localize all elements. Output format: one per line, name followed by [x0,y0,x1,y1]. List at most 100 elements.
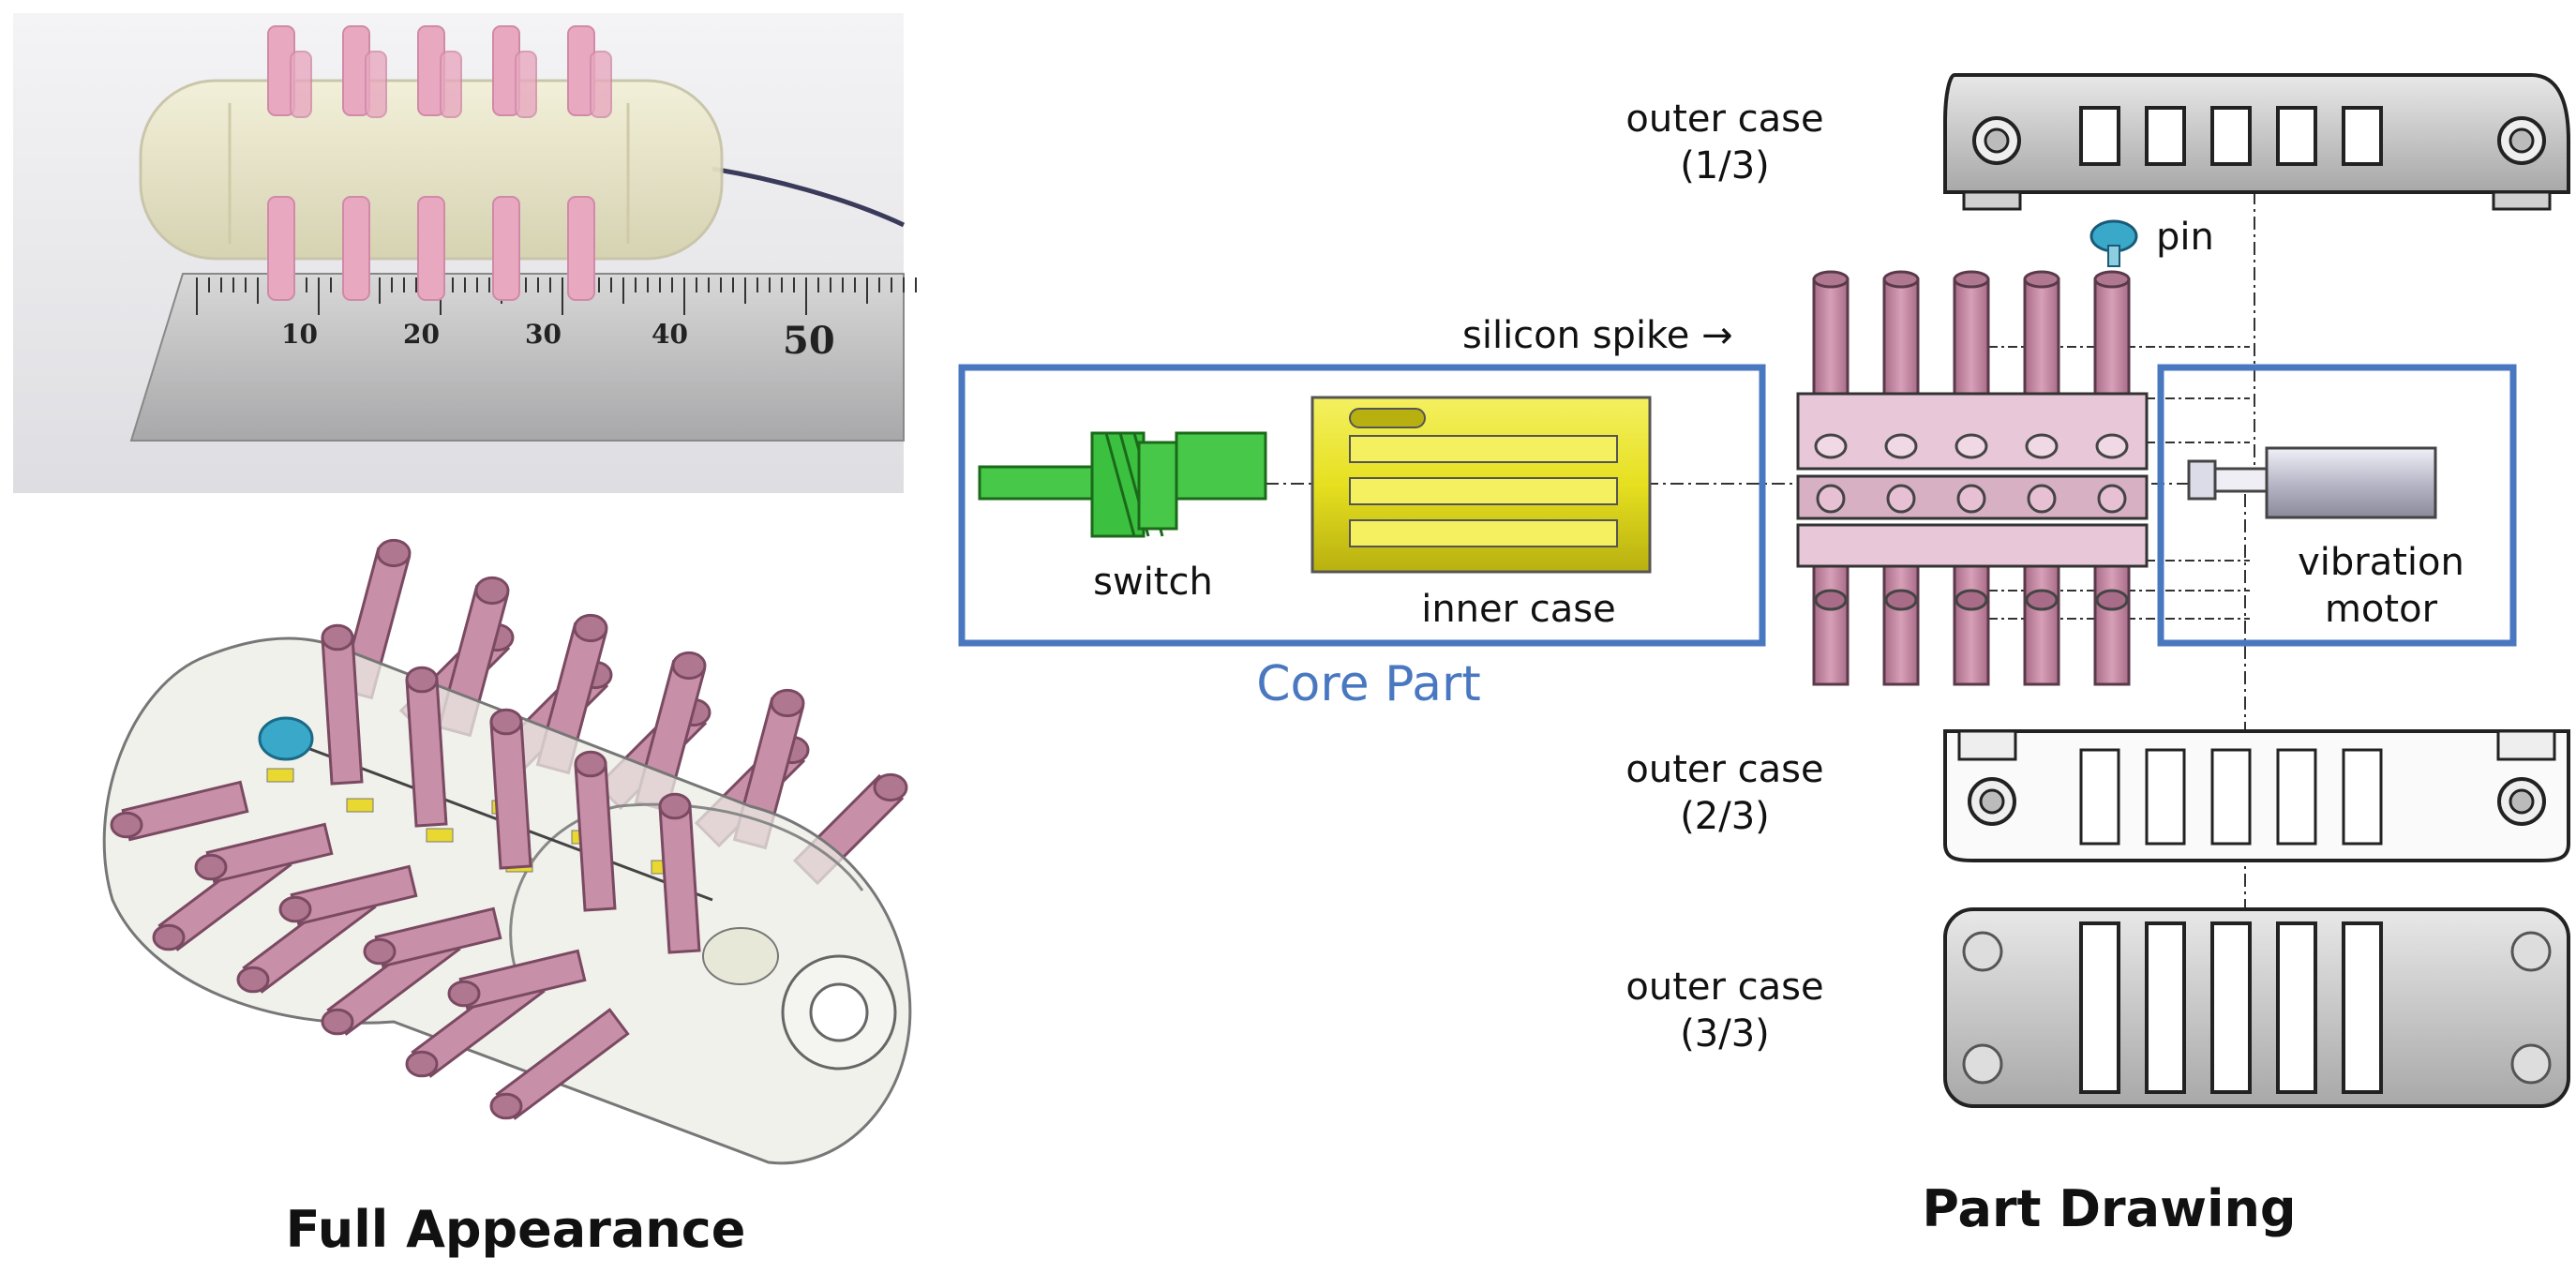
front-spike-up-tip [321,623,354,651]
front-spike-left-tip [278,895,312,923]
front-spike-left [458,949,587,1011]
outer-case-3-label-line2: (3/3) [1680,1012,1770,1056]
assembly-spike-hole [1886,484,1916,514]
assembly-spike-base [1884,589,1918,611]
photo-spike-bottom [417,196,445,301]
inner-case-label: inner case [1421,588,1616,631]
ruler-number: 50 [783,319,835,363]
case-slot [2210,748,2252,846]
front-spike-left [205,822,334,884]
photo-spike-bottom [492,196,520,301]
outer-case-2-label: outer case (2/3) [1584,746,1865,840]
front-spike-down-tip [489,1092,523,1120]
assembly-spike-hole [2025,433,2059,459]
pin-label: pin [2156,216,2214,259]
assembly-spike-hole [1954,433,1988,459]
vibration-motor-label: vibration motor [2259,539,2503,633]
core-part-label: Core Part [1256,656,1481,712]
assembly-spike-tip [2023,270,2060,289]
assembly-spike-hole [1816,484,1846,514]
assembly-spike-tip [1882,270,1920,289]
outer-case-3-label: outer case (3/3) [1584,964,1865,1057]
device-3d-render [102,538,912,1165]
photo-spike-bottom [267,196,295,301]
front-spike-left-tip [194,853,228,881]
silicon-spike-label: silicon spike → [1462,314,1733,357]
outer-case-2-drawing [1943,729,2570,862]
window-mark [346,798,374,813]
assembly-spike-base [2025,589,2059,611]
part-drawing [958,73,2570,1108]
inner-case-drawing [1310,396,1652,574]
device-photo [13,13,917,493]
core-part-box [958,364,1766,647]
front-spike-up-tip [658,792,692,820]
photo-spike-back [590,51,612,118]
window-mark [426,828,454,843]
case-slot [2276,106,2317,166]
case-slot [2145,106,2186,166]
front-spike-left [290,864,418,926]
case-slot [2210,921,2252,1094]
part-drawing-caption: Part Drawing [1922,1179,2297,1238]
photo-spike-bottom [342,196,370,301]
case-slot [2079,748,2120,846]
switch-drawing [978,431,1267,538]
assembly-spike-hole [2095,433,2129,459]
photo-spike-back [440,51,462,118]
front-spike-left [374,906,502,968]
assembly-spike-tip [1812,270,1850,289]
front-spike-down-tip [236,966,270,994]
back-spike-top-tip [770,688,805,718]
back-spike-top-tip [474,576,510,606]
front-spike-up-tip [574,750,607,778]
photo-spike-bottom [567,196,595,301]
case-slot [2342,921,2383,1094]
vibration-motor-label-line1: vibration [2298,541,2464,584]
outer-case-1-drawing [1943,73,2570,211]
case-slot [2342,106,2383,166]
front-spike-down [495,1008,630,1120]
assembly-spike-hole [1956,484,1986,514]
front-spike-up-tip [489,708,523,736]
case-slot [2276,748,2317,846]
vibration-motor-drawing [2187,446,2437,519]
back-spike-top-tip [573,613,608,643]
front-spike-left-tip [447,980,481,1008]
assembly-spike-base [1814,589,1848,611]
ruler-number: 40 [651,319,688,350]
outer-case-3-label-line1: outer case [1625,966,1824,1009]
outer-case-2-label-line1: outer case [1625,748,1824,791]
silicon-spike-drawing [1796,270,2149,686]
assembly-spike-hole [2097,484,2127,514]
vibration-motor-label-line2: motor [2324,588,2438,631]
back-spike-top-tip [376,538,412,568]
front-spike-left-tip [363,937,397,966]
switch-label: switch [1093,561,1213,604]
ruler-number: 20 [403,319,440,350]
motor-box [2157,364,2517,647]
outer-case-1-label-line2: (1/3) [1680,144,1770,187]
assembly-spike-hole [1884,433,1918,459]
case-slot [2145,921,2186,1094]
pin-drawing [2089,219,2138,267]
front-spike-left [121,780,249,842]
outer-case-1-label-line1: outer case [1625,97,1824,141]
case-slot [2079,106,2120,166]
case-slot [2210,106,2252,166]
back-spike-top-tip [671,651,707,681]
front-spike-down-tip [152,923,186,951]
outer-case-2-label-line2: (2/3) [1680,795,1770,838]
front-spike-down-tip [405,1050,439,1078]
assembly-spike-base [1954,589,1988,611]
front-spike-up-tip [405,666,439,694]
assembly-spike-base [2095,589,2129,611]
outer-case-3-drawing [1943,907,2570,1108]
case-slot [2342,748,2383,846]
outer-case-1-label: outer case (1/3) [1584,96,1865,189]
ruler-number: 30 [525,319,562,350]
back-spike-right-tip [873,772,908,802]
photo-spike-back [290,51,312,118]
assembly-spike-hole [1814,433,1848,459]
